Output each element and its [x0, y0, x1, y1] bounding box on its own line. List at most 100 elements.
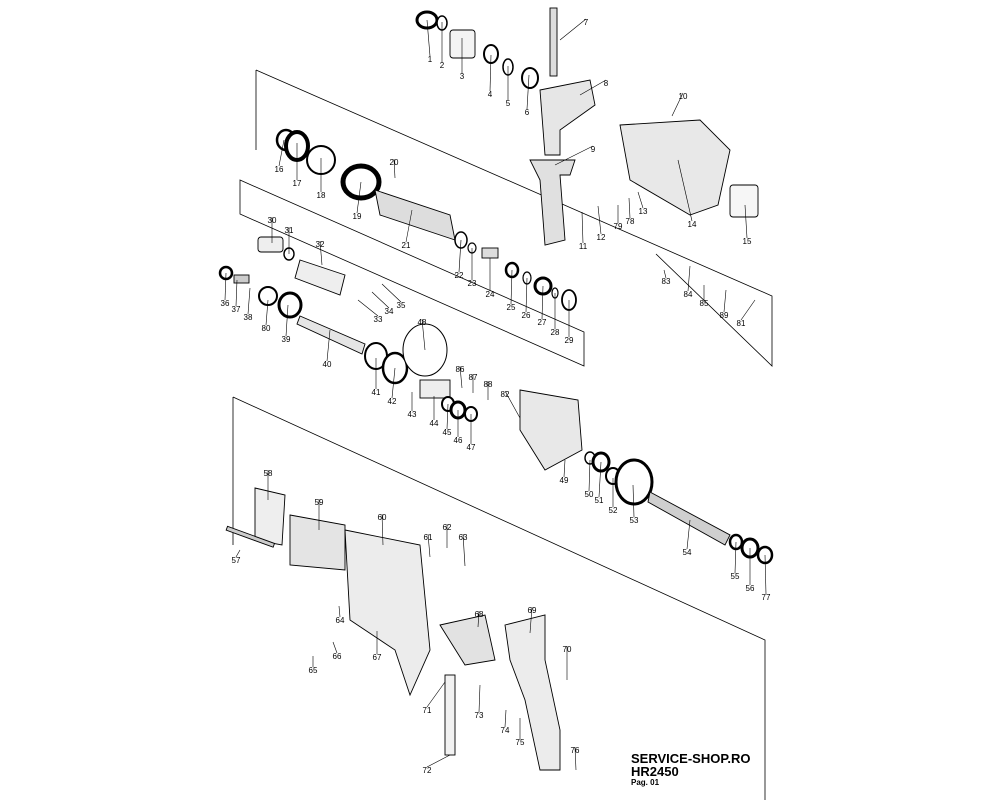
- leader-72: [426, 754, 451, 768]
- part-label-56: 56: [746, 584, 755, 593]
- leader-33: [357, 299, 379, 317]
- part-label-20: 20: [390, 158, 399, 167]
- part-label-8: 8: [604, 79, 609, 88]
- part-drawings: [218, 7, 774, 771]
- part-label-34: 34: [385, 307, 394, 316]
- part-label-19: 19: [353, 212, 362, 221]
- cylinder-part: [257, 236, 284, 253]
- gear-housing: [619, 119, 731, 216]
- side-handle-bolt: [549, 7, 558, 77]
- section-frame: [255, 69, 773, 367]
- part-label-82: 82: [501, 390, 510, 399]
- leader-lines: [224, 18, 767, 771]
- part-label-68: 68: [475, 610, 484, 619]
- part-label-26: 26: [522, 311, 531, 320]
- part-label-2: 2: [440, 61, 445, 70]
- part-label-48: 48: [418, 318, 427, 327]
- leader-45: [446, 403, 449, 430]
- motor-housing: [344, 529, 431, 697]
- field-coil: [289, 514, 346, 571]
- ring-part: [614, 458, 654, 506]
- leader-37: [235, 279, 238, 307]
- leader-81: [740, 299, 756, 321]
- leader-19: [356, 181, 362, 214]
- part-label-25: 25: [507, 303, 516, 312]
- leader-78: [628, 197, 631, 219]
- leader-83: [663, 269, 667, 279]
- cylinder-part: [729, 184, 759, 218]
- part-label-83: 83: [662, 277, 671, 286]
- piston: [294, 259, 346, 296]
- leader-8: [579, 79, 607, 96]
- part-label-59: 59: [315, 498, 324, 507]
- leader-20: [393, 158, 396, 179]
- leader-21: [405, 209, 413, 243]
- part-label-50: 50: [585, 490, 594, 499]
- leader-12: [597, 205, 602, 235]
- part-label-69: 69: [528, 606, 537, 615]
- part-label-74: 74: [501, 726, 510, 735]
- part-label-23: 23: [468, 279, 477, 288]
- leader-32: [319, 240, 323, 266]
- part-label-33: 33: [374, 315, 383, 324]
- leader-25: [510, 269, 513, 305]
- leader-63: [462, 533, 466, 567]
- part-label-30: 30: [268, 216, 277, 225]
- part-label-49: 49: [560, 476, 569, 485]
- leader-54: [686, 519, 691, 550]
- leader-73: [478, 684, 481, 713]
- cylinder-part: [449, 29, 476, 59]
- baffle-plate: [254, 487, 286, 546]
- part-label-37: 37: [232, 305, 241, 314]
- part-label-81: 81: [737, 319, 746, 328]
- leader-71: [426, 681, 446, 708]
- part-label-38: 38: [244, 313, 253, 322]
- part-label-17: 17: [293, 179, 302, 188]
- leader-6: [526, 74, 530, 110]
- part-label-28: 28: [551, 328, 560, 337]
- part-label-63: 63: [459, 533, 468, 542]
- part-label-54: 54: [683, 548, 692, 557]
- handle-cover: [504, 614, 561, 771]
- part-label-79: 79: [614, 222, 623, 231]
- ring-part: [277, 291, 303, 319]
- part-label-88: 88: [484, 380, 493, 389]
- part-label-5: 5: [506, 99, 511, 108]
- part-label-70: 70: [563, 645, 572, 654]
- part-label-72: 72: [423, 766, 432, 775]
- part-label-57: 57: [232, 556, 241, 565]
- part-label-60: 60: [378, 513, 387, 522]
- leader-4: [489, 54, 492, 92]
- depth-gauge: [444, 674, 456, 756]
- leader-36: [224, 272, 227, 301]
- part-label-55: 55: [731, 572, 740, 581]
- armature: [647, 491, 731, 546]
- leader-1: [426, 19, 431, 57]
- leader-89: [723, 289, 727, 313]
- leader-80: [265, 299, 269, 326]
- part-label-40: 40: [323, 360, 332, 369]
- switch: [439, 614, 496, 666]
- part-label-41: 41: [372, 388, 381, 397]
- leader-27: [541, 285, 544, 320]
- tool-holder: [374, 189, 456, 241]
- spring-part: [233, 274, 250, 284]
- part-label-35: 35: [397, 301, 406, 310]
- leader-39: [285, 304, 289, 337]
- section-frame: [232, 396, 766, 800]
- leader-74: [504, 709, 507, 728]
- part-label-45: 45: [443, 428, 452, 437]
- part-label-6: 6: [525, 108, 530, 117]
- part-label-15: 15: [743, 237, 752, 246]
- leader-51: [598, 461, 602, 498]
- leader-7: [559, 18, 587, 41]
- part-label-27: 27: [538, 318, 547, 327]
- leader-50: [588, 459, 591, 492]
- part-label-64: 64: [336, 616, 345, 625]
- leader-10: [671, 92, 684, 117]
- ring-part: [258, 286, 278, 306]
- part-label-61: 61: [424, 533, 433, 542]
- leader-16: [278, 139, 285, 167]
- leader-48: [421, 318, 426, 351]
